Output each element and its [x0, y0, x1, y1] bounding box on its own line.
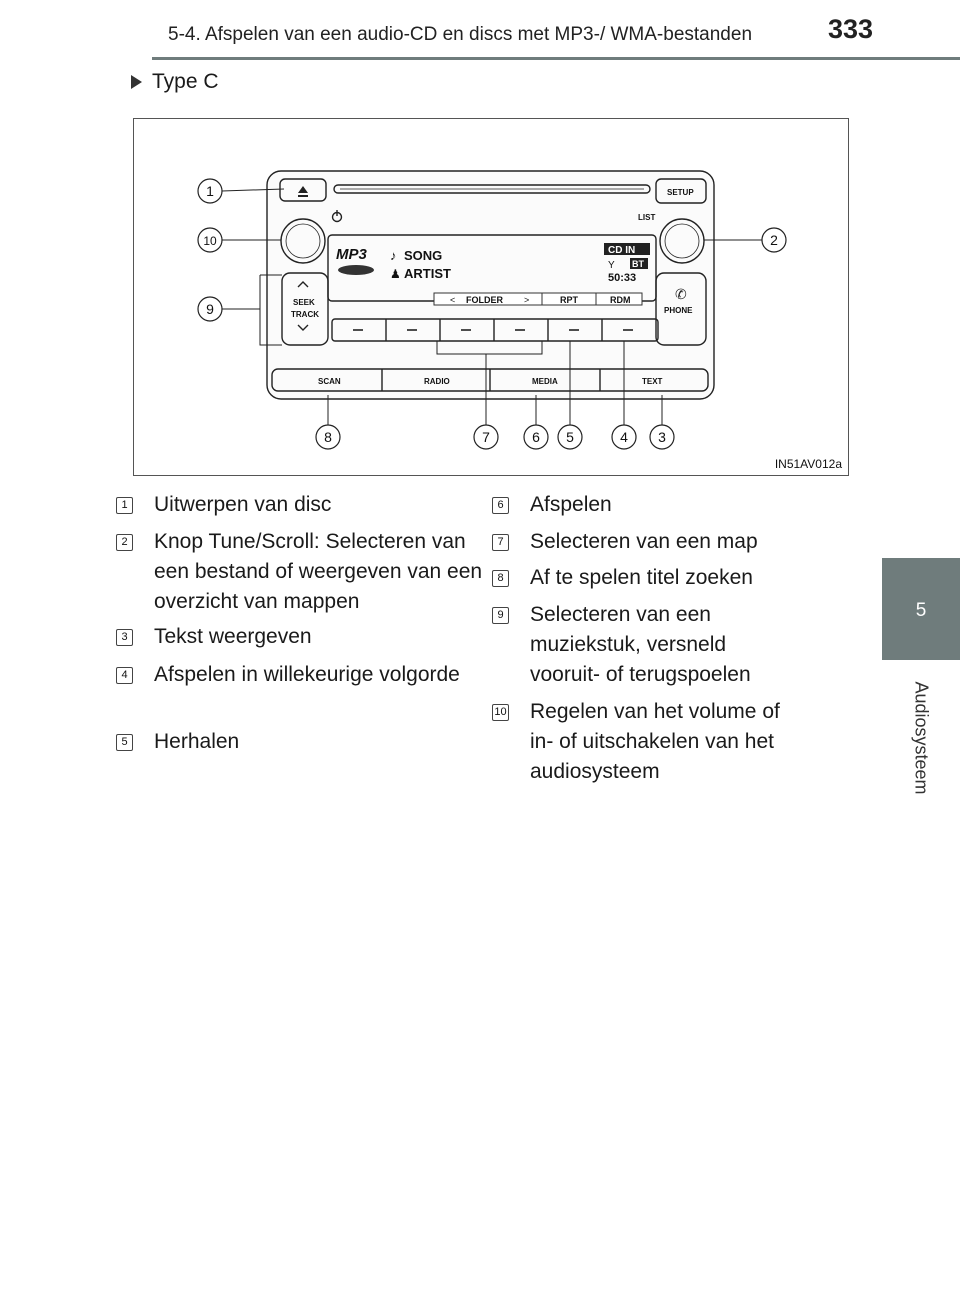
- callout-1: [197, 178, 223, 204]
- eject-button: [279, 178, 327, 202]
- disc-icon: [338, 265, 374, 275]
- cd-slot: [333, 184, 651, 194]
- phone-button: [655, 272, 707, 346]
- callout-7: [473, 424, 499, 450]
- bt-label: BT: [632, 259, 644, 269]
- legend-number: 6: [492, 497, 509, 514]
- callout-3-label: 3: [658, 429, 666, 445]
- volume-knob: [280, 218, 326, 264]
- setup-button: [655, 178, 707, 204]
- chapter-tab-number: 5: [915, 600, 927, 621]
- callout-10-label: 10: [203, 234, 217, 248]
- folder-left-icon: <: [450, 295, 455, 305]
- chapter-tab-label-text: Audiosysteem: [911, 681, 932, 795]
- phone-handset-icon: ✆: [675, 286, 687, 302]
- callout-9-label: 9: [206, 301, 214, 317]
- legend-text: Selecteren van een map: [530, 530, 758, 553]
- rpt-label: RPT: [560, 295, 579, 305]
- legend-text: Knop Tune/Scroll: Selecteren van een bes…: [154, 530, 483, 613]
- music-note-icon: ♪: [390, 248, 397, 263]
- callout-4-label: 4: [620, 429, 628, 445]
- callout-4: [611, 424, 637, 450]
- track-label: TRACK: [291, 310, 319, 319]
- tune-scroll-knob: [659, 218, 705, 264]
- legend-number: 7: [492, 534, 509, 551]
- phone-label: PHONE: [664, 306, 693, 315]
- cd-in-label: CD IN: [608, 245, 635, 256]
- legend-text: Selecteren van een muziekstuk, versneld …: [530, 603, 751, 686]
- folder-label: FOLDER: [466, 295, 503, 305]
- figure-code: IN51AV012a: [774, 457, 842, 471]
- header-divider: [152, 57, 960, 60]
- list-label: LIST: [638, 213, 655, 222]
- chapter-tab-label: Audiosysteem: [891, 668, 951, 808]
- media-label: MEDIA: [532, 377, 558, 386]
- callout-2: [761, 227, 787, 253]
- legend-number: 10: [492, 704, 509, 721]
- person-icon: ♟: [390, 267, 401, 281]
- display-soft-keys: [433, 292, 643, 306]
- page-number: 333: [828, 14, 874, 44]
- legend-number: 3: [116, 629, 133, 646]
- legend-text: Afspelen: [530, 493, 612, 516]
- seek-track-button: [281, 272, 329, 346]
- text-label: TEXT: [642, 377, 663, 386]
- callout-6-label: 6: [532, 429, 540, 445]
- triangle-bullet-icon: [131, 75, 142, 89]
- rdm-label: RDM: [610, 295, 631, 305]
- legend-number: 4: [116, 667, 133, 684]
- callout-10: [197, 227, 223, 253]
- scan-label: SCAN: [318, 377, 341, 386]
- head-unit-body: [266, 170, 715, 400]
- chapter-tab: 5: [882, 558, 960, 660]
- display-song: SONG: [404, 248, 442, 263]
- preset-button-row: [331, 318, 659, 342]
- folder-right-icon: >: [524, 295, 529, 305]
- bt-badge: [630, 258, 648, 269]
- callout-8-label: 8: [324, 429, 332, 445]
- signal-icon: Y: [608, 260, 615, 271]
- callout-1-label: 1: [206, 183, 214, 199]
- eject-icon: [298, 186, 308, 197]
- section-heading-text: Type C: [152, 70, 219, 93]
- legend-text: Tekst weergeven: [154, 625, 312, 648]
- callout-5-label: 5: [566, 429, 574, 445]
- callout-2-label: 2: [770, 232, 778, 248]
- callout-9: [197, 296, 223, 322]
- section-heading: Type C: [131, 70, 219, 94]
- legend-text: Afspelen in willekeurige volgorde: [154, 663, 460, 686]
- callout-5: [557, 424, 583, 450]
- callout-7-label: 7: [482, 429, 490, 445]
- legend-text: Uitwerpen van disc: [154, 493, 332, 516]
- callout-3: [649, 424, 675, 450]
- legend-text: Af te spelen titel zoeken: [530, 566, 753, 589]
- chapter-title: 5-4. Afspelen van een audio-CD en discs …: [168, 24, 753, 45]
- setup-label: SETUP: [667, 188, 694, 197]
- legend-number: 9: [492, 607, 509, 624]
- audio-unit-illustration: ✆ MP3 ♪ SONG ♟ ARTIST CD IN Y BT 50:33: [197, 170, 787, 450]
- display-artist: ARTIST: [404, 266, 451, 281]
- cd-in-badge: [604, 243, 650, 255]
- audio-unit-figure: ✆ MP3 ♪ SONG ♟ ARTIST CD IN Y BT 50:33: [133, 118, 849, 476]
- callout-6: [523, 424, 549, 450]
- legend-text: Herhalen: [154, 730, 240, 753]
- callout-8: [315, 424, 341, 450]
- radio-label: RADIO: [424, 377, 450, 386]
- seek-label: SEEK: [293, 298, 315, 307]
- legend-number: 1: [116, 497, 133, 514]
- legend-number: 8: [492, 570, 509, 587]
- legend-number: 2: [116, 534, 133, 551]
- legend-number: 5: [116, 734, 133, 751]
- legend-text: Regelen van het volume of in- of uitscha…: [530, 700, 780, 783]
- mp3-indicator: MP3: [336, 246, 368, 263]
- track-time: 50:33: [608, 272, 636, 284]
